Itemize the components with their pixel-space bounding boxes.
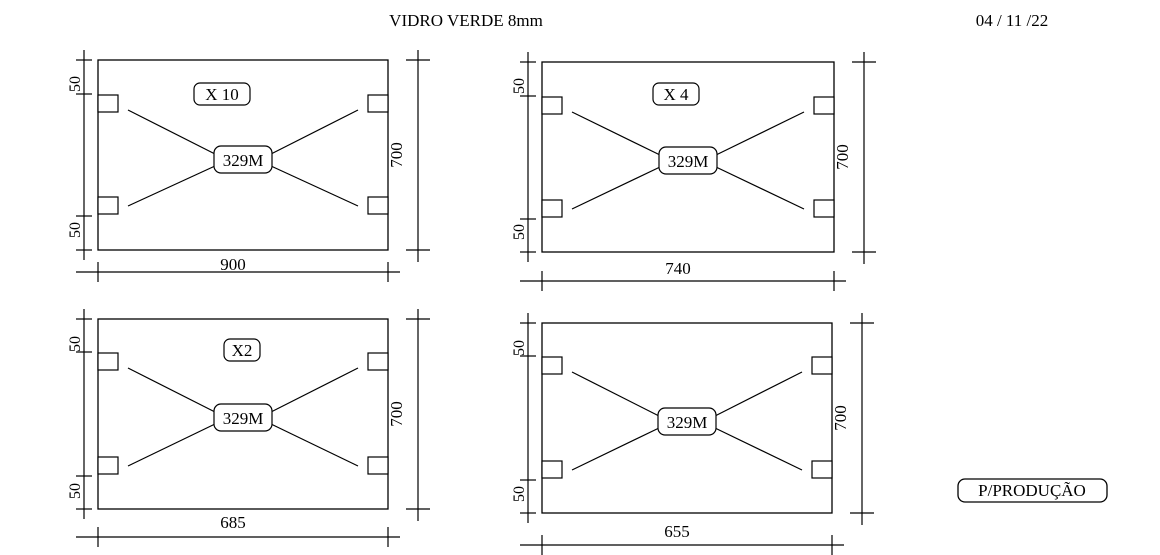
drawing-title: VIDRO VERDE 8mm — [389, 11, 543, 30]
hinge-notch — [367, 456, 389, 475]
hole-bottom-offset: 50 — [67, 483, 84, 499]
width-dimension: 655 — [664, 522, 690, 541]
center-label-box — [213, 403, 273, 432]
width-dimension: 900 — [220, 255, 246, 274]
hinge-notch — [367, 352, 389, 371]
quantity-label: X 10 — [205, 85, 239, 104]
glass-piece-2: 329M X 4 50 50 700 740 — [511, 52, 876, 291]
center-label: 329M — [223, 151, 264, 170]
hole-top-offset: 50 — [511, 340, 528, 356]
quantity-box — [223, 338, 261, 362]
center-label-box — [657, 407, 717, 436]
height-dimension: 700 — [387, 401, 406, 427]
cross-line — [270, 423, 359, 467]
hinge-notch — [541, 356, 563, 375]
hinge-notch — [811, 460, 833, 479]
production-stamp: P/PRODUÇÃO — [957, 478, 1108, 503]
hinge-notch — [541, 199, 563, 218]
hinge-notch — [813, 96, 835, 115]
hole-top-offset: 50 — [511, 78, 528, 94]
center-label: 329M — [223, 409, 264, 428]
quantity-label: X 4 — [663, 85, 689, 104]
quantity-box — [652, 82, 700, 106]
cross-line — [714, 427, 803, 471]
cross-line — [715, 111, 805, 156]
hole-bottom-offset: 50 — [511, 224, 528, 240]
production-stamp-label: P/PRODUÇÃO — [978, 481, 1086, 500]
cross-line — [127, 367, 216, 413]
hinge-notch — [97, 352, 119, 371]
center-label: 329M — [667, 413, 708, 432]
hole-top-offset: 50 — [67, 336, 84, 352]
height-dimension: 700 — [833, 144, 852, 170]
hinge-notch — [541, 460, 563, 479]
width-dimension: 740 — [665, 259, 691, 278]
center-label-box — [213, 145, 273, 174]
cross-line — [714, 371, 803, 417]
width-dimension: 685 — [220, 513, 246, 532]
cross-line — [571, 427, 660, 471]
quantity-label: X2 — [232, 341, 253, 360]
height-dimension: 700 — [387, 142, 406, 168]
cross-line — [571, 166, 661, 210]
cross-line — [127, 423, 216, 467]
hole-top-offset: 50 — [67, 76, 84, 92]
center-label: 329M — [668, 152, 709, 171]
hinge-notch — [811, 356, 833, 375]
quantity-box — [193, 82, 251, 106]
hole-bottom-offset: 50 — [511, 486, 528, 502]
hinge-notch — [367, 94, 389, 113]
glass-piece-4: 329M 50 50 700 655 — [511, 313, 874, 555]
hinge-notch — [97, 196, 119, 215]
cross-line — [270, 165, 359, 207]
glass-outline — [97, 318, 389, 510]
glass-pieces: 329M X 10 50 50 700 900 329M X 4 50 50 700 740 329M X… — [67, 50, 876, 555]
hinge-notch — [97, 456, 119, 475]
glass-piece-3: 329M X2 50 50 700 685 — [67, 309, 430, 547]
hinge-notch — [541, 96, 563, 115]
hole-bottom-offset: 50 — [67, 222, 84, 238]
cross-line — [270, 109, 359, 155]
glass-outline — [541, 322, 833, 514]
glass-outline — [97, 59, 389, 251]
cross-line — [127, 165, 216, 207]
cross-line — [715, 166, 805, 210]
cross-line — [571, 371, 660, 417]
hinge-notch — [367, 196, 389, 215]
hinge-notch — [97, 94, 119, 113]
cross-line — [270, 367, 359, 413]
cross-line — [127, 109, 216, 155]
drawing-date: 04 / 11 /22 — [976, 11, 1049, 30]
cross-line — [571, 111, 661, 156]
glass-piece-1: 329M X 10 50 50 700 900 — [67, 50, 430, 282]
hinge-notch — [813, 199, 835, 218]
center-label-box — [658, 146, 718, 175]
height-dimension: 700 — [831, 405, 850, 431]
glass-outline — [541, 61, 835, 253]
